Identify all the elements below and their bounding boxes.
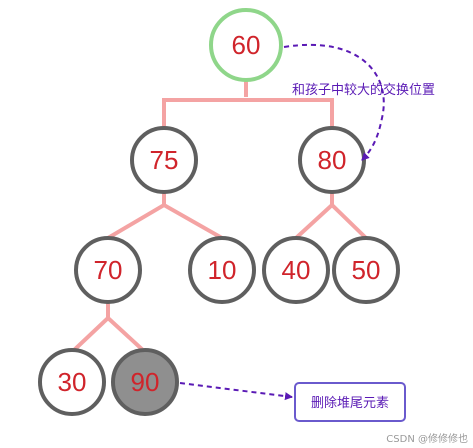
node-label: 70 bbox=[94, 255, 123, 285]
node-label: 75 bbox=[150, 145, 179, 175]
node-label: 80 bbox=[318, 145, 347, 175]
tree-edges bbox=[70, 80, 368, 354]
node-50: 50 bbox=[332, 236, 400, 304]
swap-annotation: 和孩子中较大的交换位置 bbox=[292, 82, 435, 98]
node-circle bbox=[188, 236, 256, 304]
node-label: 90 bbox=[131, 367, 160, 397]
delete-arrow bbox=[179, 382, 293, 401]
edge-70-to-children bbox=[70, 302, 147, 354]
node-70: 70 bbox=[74, 236, 142, 304]
edge-root-to-children bbox=[162, 80, 334, 130]
node-label: 30 bbox=[58, 367, 87, 397]
node-80: 80 bbox=[298, 126, 366, 194]
node-10: 10 bbox=[188, 236, 256, 304]
node-circle bbox=[209, 8, 283, 82]
node-label: 60 bbox=[232, 30, 261, 60]
node-circle bbox=[130, 126, 198, 194]
delete-annotation-box bbox=[294, 382, 406, 422]
edge-80-to-children bbox=[294, 190, 368, 240]
node-circle bbox=[38, 348, 106, 416]
node-circle-removed bbox=[111, 348, 179, 416]
node-75: 75 bbox=[130, 126, 198, 194]
node-label: 10 bbox=[208, 255, 237, 285]
watermark: CSDN @修修修也 bbox=[386, 432, 468, 445]
node-label: 50 bbox=[352, 255, 381, 285]
node-circle bbox=[262, 236, 330, 304]
node-40: 40 bbox=[262, 236, 330, 304]
node-90-removed: 90 bbox=[111, 348, 179, 416]
node-label: 40 bbox=[282, 255, 311, 285]
edge-75-to-children bbox=[106, 190, 223, 240]
swap-arrow bbox=[283, 43, 385, 161]
node-circle bbox=[332, 236, 400, 304]
node-30: 30 bbox=[38, 348, 106, 416]
node-circle bbox=[74, 236, 142, 304]
delete-annotation: 删除堆尾元素 bbox=[311, 396, 389, 411]
node-60: 60 bbox=[209, 8, 283, 82]
